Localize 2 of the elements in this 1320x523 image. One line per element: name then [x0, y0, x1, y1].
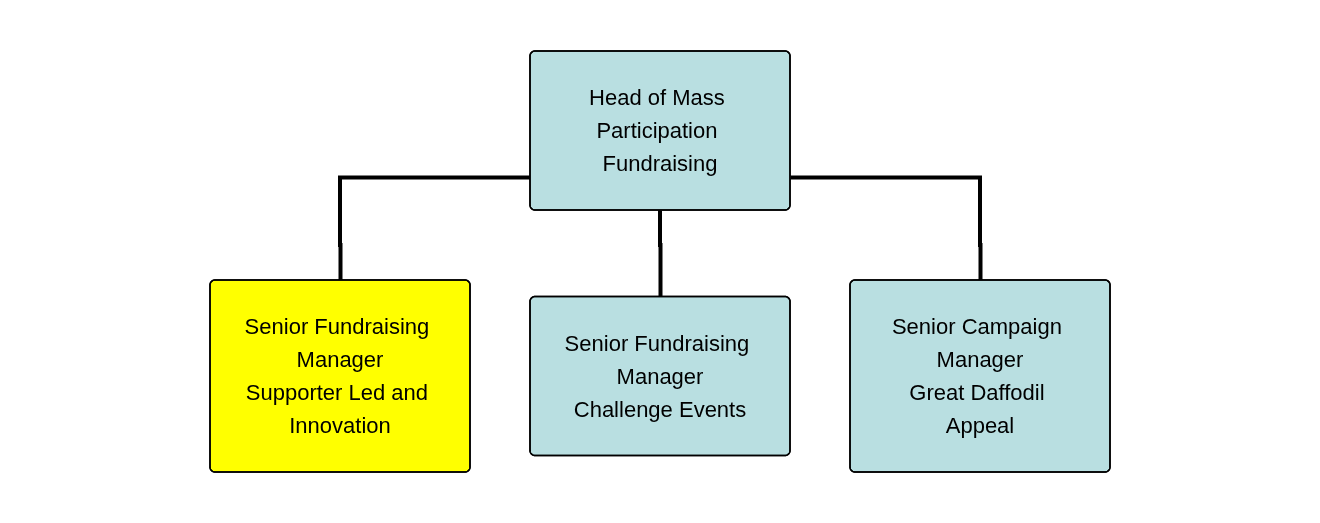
connector: [790, 175, 983, 281]
connector: [338, 175, 531, 281]
